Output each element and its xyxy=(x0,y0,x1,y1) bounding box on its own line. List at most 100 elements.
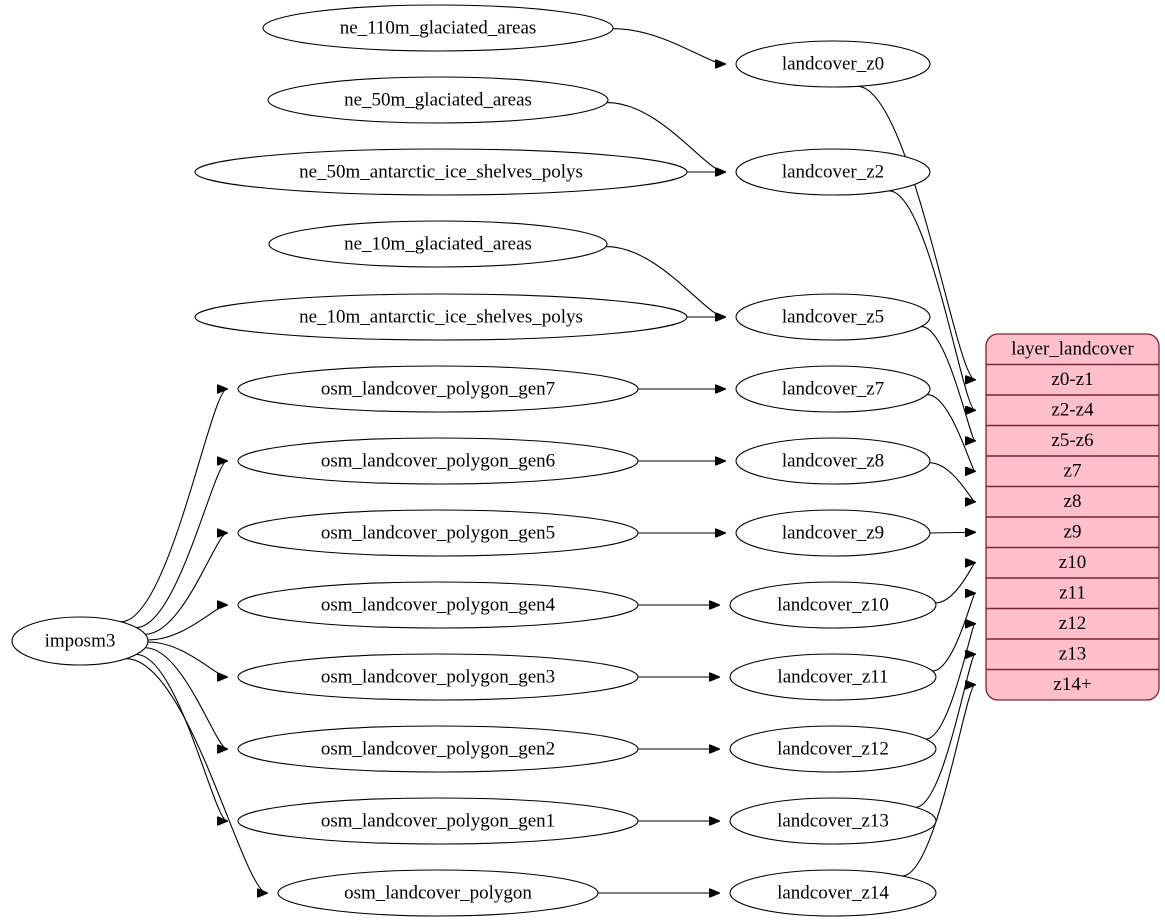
node-label: osm_landcover_polygon_gen3 xyxy=(321,666,555,687)
node-label: landcover_z12 xyxy=(777,738,889,759)
edge-landcover_z5-to-z5-z6 xyxy=(921,325,975,441)
node-ellipse xyxy=(735,509,931,557)
edge-imposm3-to-osm_landcover_polygon_gen7 xyxy=(120,389,227,623)
node-ellipse xyxy=(237,653,639,701)
node-label: imposm3 xyxy=(45,630,116,651)
node-ellipse xyxy=(237,365,639,413)
node-ellipse xyxy=(735,293,931,341)
table-row-label: z14+ xyxy=(1053,674,1091,695)
node-label: ne_10m_glaciated_areas xyxy=(344,233,532,254)
node-imposm3[interactable]: imposm3 xyxy=(11,616,149,666)
node-label: landcover_z0 xyxy=(782,53,884,74)
node-ne_110m_glaciated_areas[interactable]: ne_110m_glaciated_areas xyxy=(262,4,614,52)
edge-landcover_z14-to-z14+ xyxy=(902,685,975,877)
node-label: osm_landcover_polygon_gen5 xyxy=(321,522,555,543)
node-osm_landcover_polygon_gen7[interactable]: osm_landcover_polygon_gen7 xyxy=(237,365,639,413)
edge-landcover_z8-to-z8 xyxy=(929,462,975,502)
node-ellipse xyxy=(729,581,937,629)
node-ne_50m_glaciated_areas[interactable]: ne_50m_glaciated_areas xyxy=(267,76,609,124)
node-label: landcover_z5 xyxy=(782,306,884,327)
node-landcover_z14[interactable]: landcover_z14 xyxy=(729,869,937,917)
edge-imposm3-to-osm_landcover_polygon_gen1 xyxy=(136,653,227,821)
node-landcover_z0[interactable]: landcover_z0 xyxy=(735,40,931,88)
edge-imposm3-to-osm_landcover_polygon_gen5 xyxy=(145,533,227,635)
node-landcover_z2[interactable]: landcover_z2 xyxy=(735,148,931,196)
node-label: ne_10m_antarctic_ice_shelves_polys xyxy=(299,306,583,327)
node-label: osm_landcover_polygon xyxy=(344,882,532,903)
edge-landcover_z10-to-z10 xyxy=(935,563,975,604)
node-ellipse xyxy=(194,293,688,341)
node-ellipse xyxy=(267,76,609,124)
node-landcover_z12[interactable]: landcover_z12 xyxy=(729,725,937,773)
node-label: osm_landcover_polygon_gen1 xyxy=(321,810,555,831)
node-ellipse xyxy=(735,365,931,413)
edge-imposm3-to-osm_landcover_polygon_gen3 xyxy=(147,641,227,677)
table-row-label: z5-z6 xyxy=(1051,430,1093,451)
edge-ne_110m_glaciated_areas-to-landcover_z0 xyxy=(612,28,725,64)
node-landcover_z10[interactable]: landcover_z10 xyxy=(729,581,937,629)
node-landcover_z9[interactable]: landcover_z9 xyxy=(735,509,931,557)
node-label: landcover_z14 xyxy=(777,882,889,903)
node-layer: imposm3 ne_110m_glaciated_areas ne_50m_gla… xyxy=(11,4,937,917)
node-ellipse xyxy=(729,653,937,701)
node-ellipse xyxy=(262,4,614,52)
node-osm_landcover_polygon_gen2[interactable]: osm_landcover_polygon_gen2 xyxy=(237,725,639,773)
node-label: landcover_z9 xyxy=(782,522,884,543)
table-row-label: z12 xyxy=(1059,613,1086,634)
edge-imposm3-to-osm_landcover_polygon_gen2 xyxy=(145,647,227,749)
edge-landcover_z7-to-z7 xyxy=(927,393,975,472)
node-label: ne_50m_glaciated_areas xyxy=(344,89,532,110)
node-osm_landcover_polygon_gen6[interactable]: osm_landcover_polygon_gen6 xyxy=(237,437,639,485)
node-ellipse xyxy=(729,725,937,773)
layer-table-group[interactable]: layer_landcoverz0-z1z2-z4z5-z6z7z8z9z10z… xyxy=(985,333,1160,701)
edge-landcover_z0-to-z0-z1 xyxy=(857,85,975,379)
table-row-label: z11 xyxy=(1059,583,1086,604)
node-landcover_z5[interactable]: landcover_z5 xyxy=(735,293,931,341)
layer-landcover-table: layer_landcoverz0-z1z2-z4z5-z6z7z8z9z10z… xyxy=(985,333,1160,701)
node-ne_10m_antarctic_ice_shelves_polys[interactable]: ne_10m_antarctic_ice_shelves_polys xyxy=(194,293,688,341)
node-label: landcover_z7 xyxy=(782,378,884,399)
edge-landcover_z13-to-z13 xyxy=(915,654,975,808)
edge-landcover_z9-to-z9 xyxy=(929,532,975,533)
node-ellipse xyxy=(237,797,639,845)
node-ellipse xyxy=(735,437,931,485)
node-osm_landcover_polygon_gen5[interactable]: osm_landcover_polygon_gen5 xyxy=(237,509,639,557)
node-ellipse xyxy=(194,148,688,196)
node-label: osm_landcover_polygon_gen2 xyxy=(321,738,555,759)
edge-imposm3-to-osm_landcover_polygon_gen6 xyxy=(136,461,227,629)
edge-landcover_z2-to-z2-z4 xyxy=(888,190,975,410)
node-ellipse xyxy=(735,148,931,196)
node-landcover_z7[interactable]: landcover_z7 xyxy=(735,365,931,413)
node-ellipse xyxy=(277,869,599,917)
node-osm_landcover_polygon_gen3[interactable]: osm_landcover_polygon_gen3 xyxy=(237,653,639,701)
edge-imposm3-to-osm_landcover_polygon_gen4 xyxy=(147,605,227,641)
table-header-label: layer_landcover xyxy=(1011,339,1134,360)
edge-layer xyxy=(120,28,975,893)
node-landcover_z8[interactable]: landcover_z8 xyxy=(735,437,931,485)
node-osm_landcover_polygon_gen1[interactable]: osm_landcover_polygon_gen1 xyxy=(237,797,639,845)
table-row-label: z7 xyxy=(1064,461,1082,482)
edge-imposm3-to-osm_landcover_polygon xyxy=(126,658,267,893)
node-ellipse xyxy=(237,509,639,557)
node-label: landcover_z2 xyxy=(782,161,884,182)
node-ne_10m_glaciated_areas[interactable]: ne_10m_glaciated_areas xyxy=(268,220,608,268)
node-ellipse xyxy=(268,220,608,268)
node-osm_landcover_polygon[interactable]: osm_landcover_polygon xyxy=(277,869,599,917)
table-row-label: z8 xyxy=(1064,491,1082,512)
node-landcover_z11[interactable]: landcover_z11 xyxy=(729,653,937,701)
node-label: osm_landcover_polygon_gen4 xyxy=(321,594,556,615)
node-ellipse xyxy=(729,797,937,845)
table-row-label: z10 xyxy=(1059,552,1086,573)
node-ellipse xyxy=(237,581,639,629)
edge-landcover_z11-to-z11 xyxy=(932,593,975,672)
table-row-label: z0-z1 xyxy=(1051,369,1093,390)
node-ne_50m_antarctic_ice_shelves_polys[interactable]: ne_50m_antarctic_ice_shelves_polys xyxy=(194,148,688,196)
node-label: osm_landcover_polygon_gen7 xyxy=(321,378,555,399)
edge-landcover_z12-to-z12 xyxy=(925,624,975,740)
node-landcover_z13[interactable]: landcover_z13 xyxy=(729,797,937,845)
node-ellipse xyxy=(735,40,931,88)
node-osm_landcover_polygon_gen4[interactable]: osm_landcover_polygon_gen4 xyxy=(237,581,639,629)
node-label: landcover_z10 xyxy=(777,594,889,615)
